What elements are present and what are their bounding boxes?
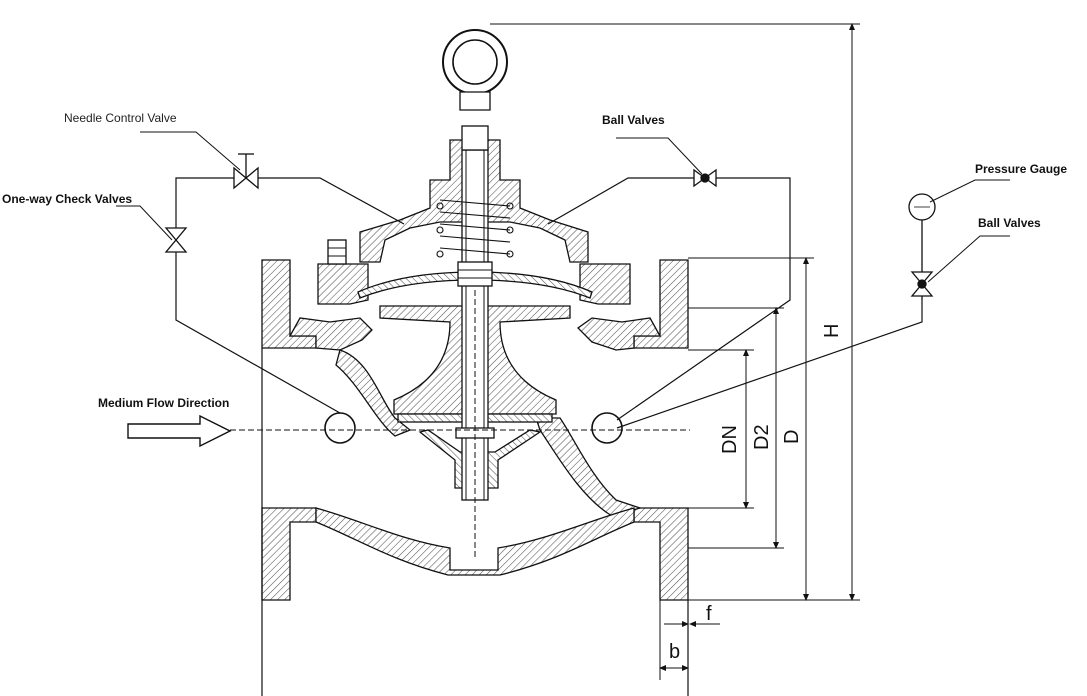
label-medium-flow-direction: Medium Flow Direction <box>98 396 230 410</box>
dim-h: H <box>821 323 843 338</box>
label-one-way-check-valves: One-way Check Valves <box>2 192 133 206</box>
pressure-gauge-symbol <box>908 193 936 221</box>
flow-arrow <box>127 414 232 448</box>
dim-dn: DN <box>719 425 741 454</box>
dim-d2: D2 <box>751 424 773 450</box>
leader-lines <box>116 131 1010 283</box>
dim-f: f <box>706 603 712 625</box>
dimension-lines <box>490 23 860 680</box>
ball-valve-top-symbol <box>693 168 717 188</box>
label-pressure-gauge: Pressure Gauge <box>975 162 1068 176</box>
label-ball-valves-right: Ball Valves <box>978 216 1041 230</box>
dim-b: b <box>669 641 681 663</box>
dim-d: D <box>781 429 803 444</box>
needle-valve-symbol <box>233 153 259 190</box>
check-valve-symbol <box>164 227 188 253</box>
label-ball-valves-top: Ball Valves <box>602 113 665 127</box>
ball-valve-right-symbol <box>910 220 934 300</box>
flow-centerline <box>230 290 690 696</box>
label-needle-control-valve: Needle Control Valve <box>64 111 177 125</box>
